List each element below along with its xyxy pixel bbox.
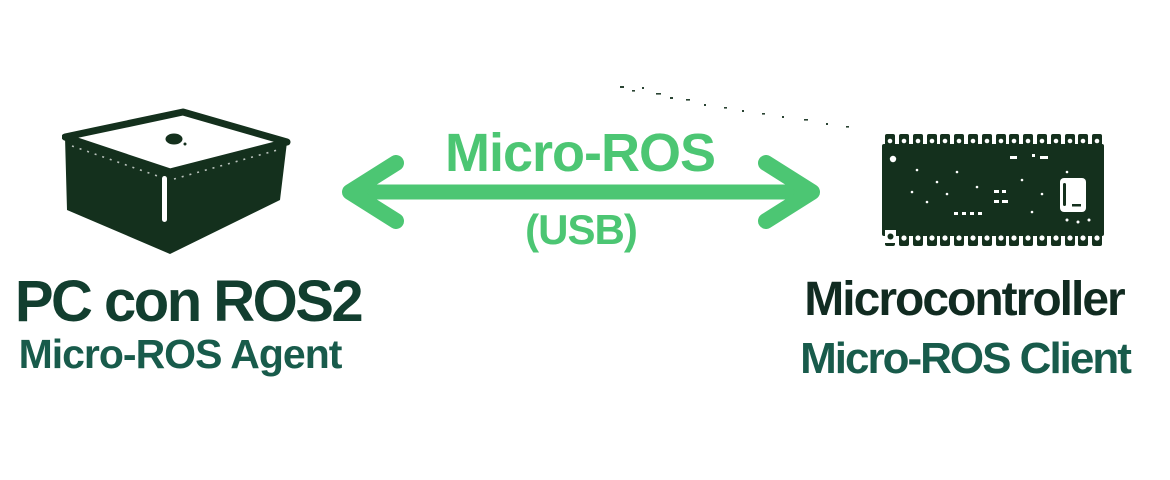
link-transport-label: (USB) (525, 206, 638, 253)
microcontroller-board-icon (882, 134, 1104, 246)
dust-speckles (620, 86, 849, 128)
link-protocol-label: Micro-ROS (444, 123, 716, 183)
right-node-title: Microcontroller (804, 273, 1125, 326)
right-node-subtitle: Micro-ROS Client (800, 334, 1132, 383)
left-node-subtitle: Micro-ROS Agent (18, 331, 343, 377)
left-node-title: PC con ROS2 (14, 269, 364, 334)
mini-pc-icon (62, 108, 291, 254)
bidirectional-arrow-icon (342, 155, 820, 229)
